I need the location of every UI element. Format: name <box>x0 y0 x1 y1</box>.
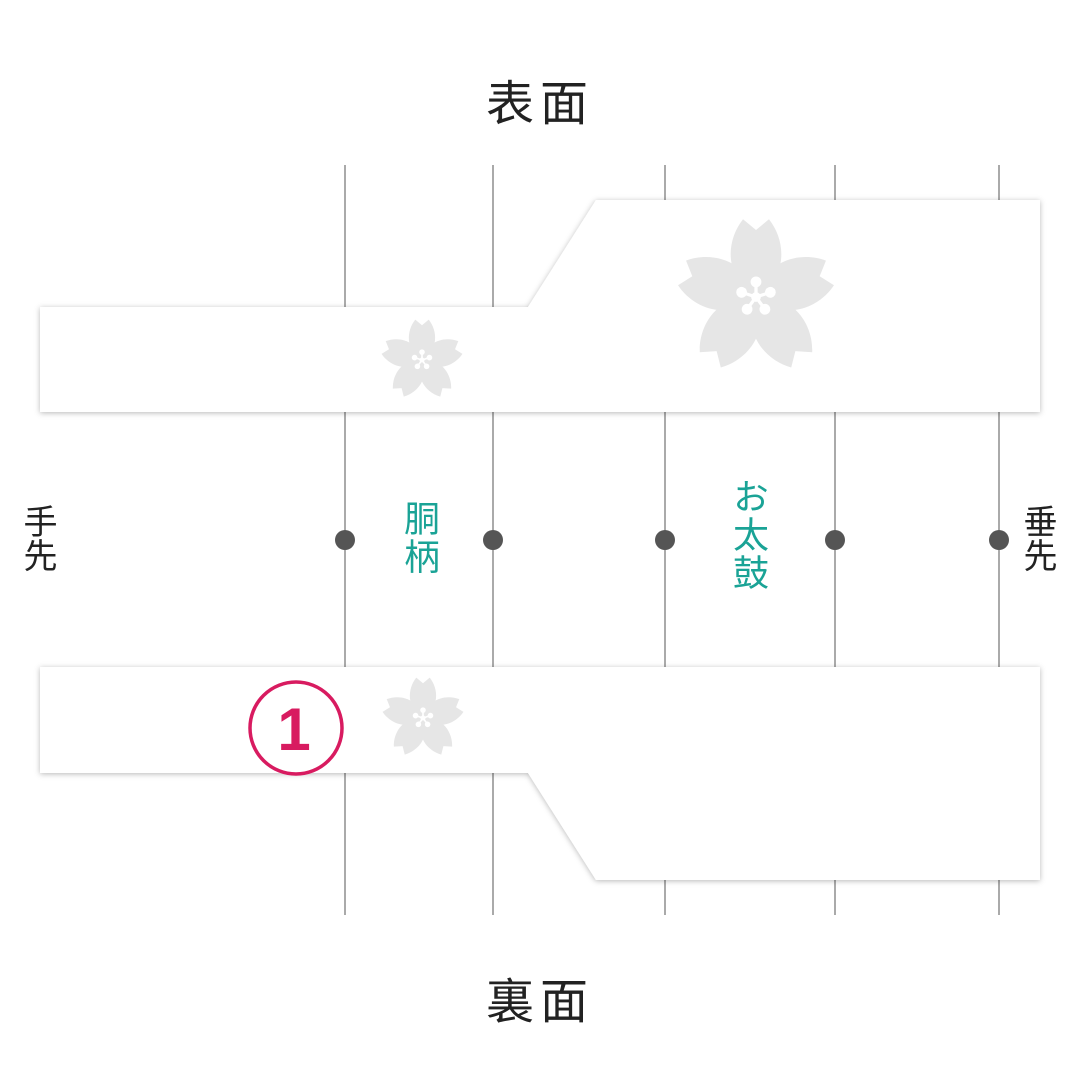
obi-strip-front <box>40 200 1040 412</box>
right-end-label: 垂先 <box>1017 504 1057 572</box>
obi-strip-back <box>40 667 1040 880</box>
marker-dot-3 <box>655 530 675 550</box>
marker-dot-1 <box>335 530 355 550</box>
number-badge-circle <box>248 680 344 776</box>
section-label-body: 胴柄 <box>398 500 439 576</box>
number-badge: 1 <box>248 680 344 776</box>
back-title: 裏面 <box>485 974 594 1030</box>
marker-dot-2 <box>483 530 503 550</box>
marker-dot-4 <box>825 530 845 550</box>
front-title: 表面 <box>485 76 594 132</box>
marker-dots <box>335 530 1009 550</box>
marker-dot-5 <box>989 530 1009 550</box>
section-label-otaiko: お太鼓 <box>727 478 768 592</box>
number-badge-text: 1 <box>277 696 310 763</box>
left-end-label: 手先 <box>17 504 57 572</box>
